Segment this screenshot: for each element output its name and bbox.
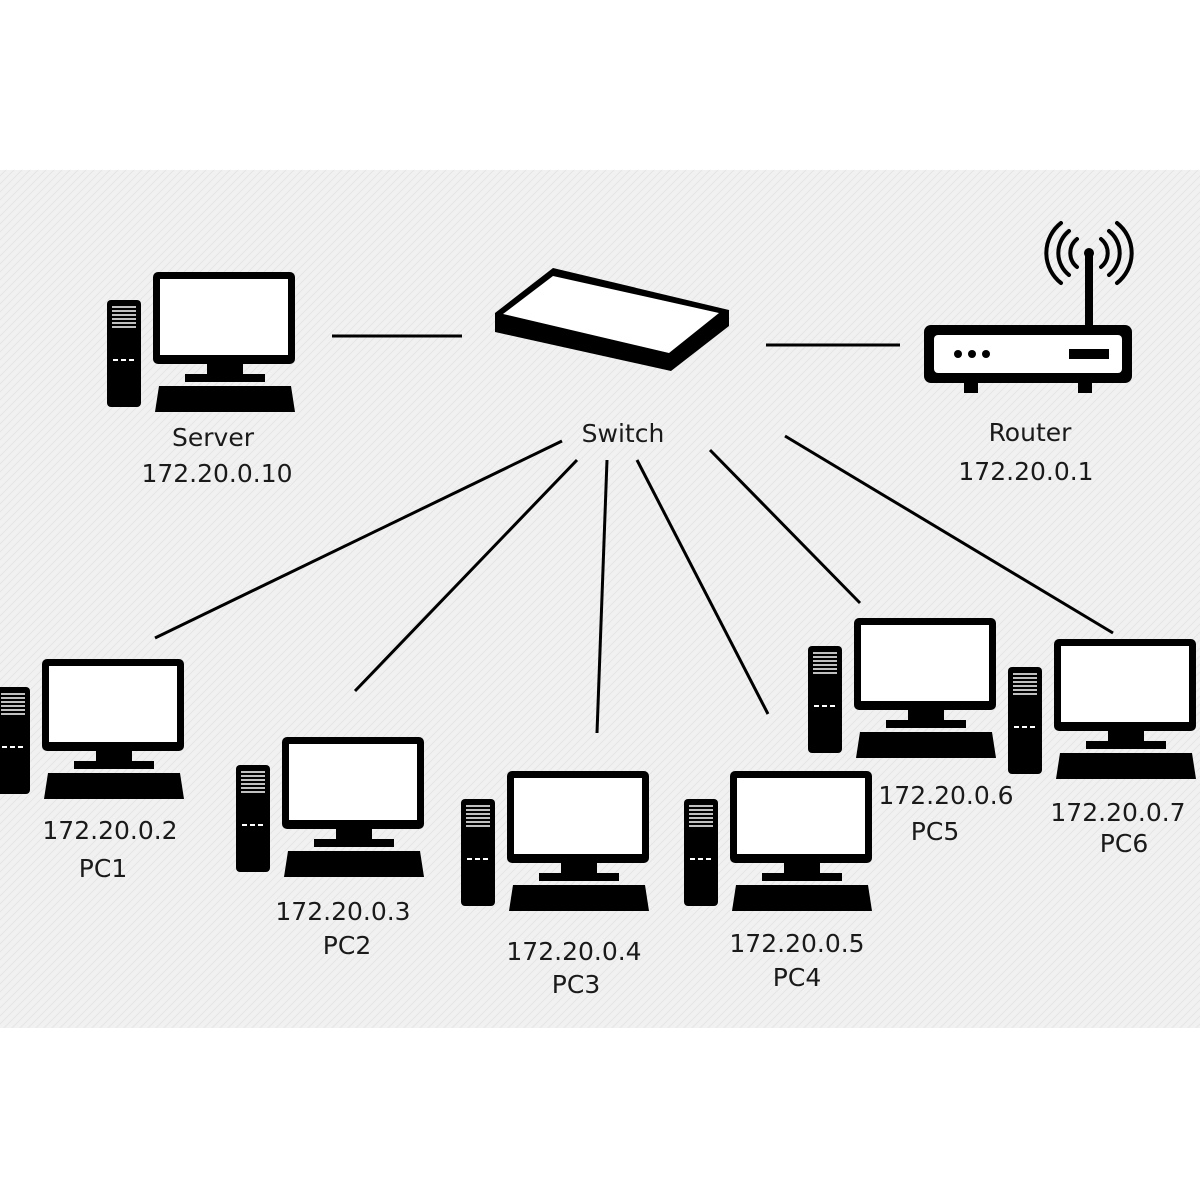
server-name-label: Server [172, 423, 255, 452]
pc6-name-label: PC6 [1100, 829, 1148, 858]
pc4-name-label: PC4 [773, 963, 821, 992]
switch-name-label: Switch [582, 419, 665, 448]
link-switch-pc2 [353, 458, 579, 693]
link-switch-pc1 [154, 439, 563, 640]
server-ip-label: 172.20.0.10 [141, 459, 292, 488]
link-switch-pc5 [708, 448, 862, 605]
link-switch-pc4 [635, 459, 770, 715]
connection-lines [154, 334, 1114, 734]
pc3-ip-label: 172.20.0.4 [506, 937, 641, 966]
pc5-name-label: PC5 [911, 817, 959, 846]
pc3-name-label: PC3 [552, 970, 600, 999]
pc1-name-label: PC1 [79, 854, 127, 883]
link-switch-pc3 [595, 459, 609, 734]
pc2-name-label: PC2 [323, 931, 371, 960]
pc2-ip-label: 172.20.0.3 [275, 897, 410, 926]
router-ip-label: 172.20.0.1 [958, 457, 1093, 486]
pc6-ip-label: 172.20.0.7 [1050, 798, 1185, 827]
pc1-ip-label: 172.20.0.2 [42, 816, 177, 845]
pc5-ip-label: 172.20.0.6 [878, 781, 1013, 810]
router-name-label: Router [989, 418, 1073, 447]
link-switch-pc6 [784, 434, 1114, 635]
pc4-ip-label: 172.20.0.5 [729, 929, 864, 958]
